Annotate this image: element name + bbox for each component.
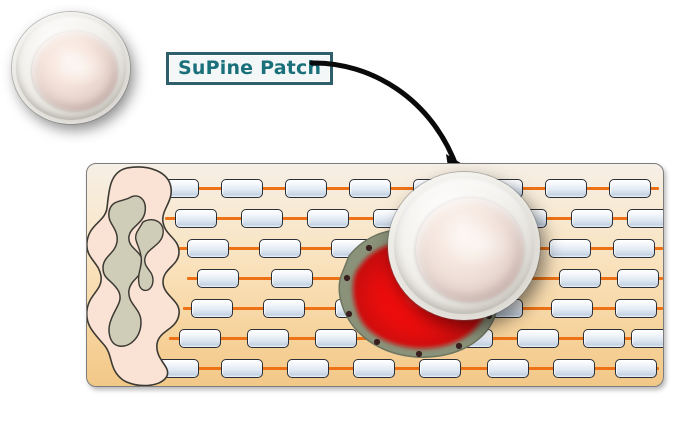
myelin-segment [549, 239, 591, 258]
myelin-segment [191, 299, 233, 318]
spinal-cord-tissue-panel [86, 163, 664, 387]
myelin-segment [271, 269, 313, 288]
nerve-fiber-row [151, 358, 659, 378]
myelin-segment [259, 239, 301, 258]
myelin-segment [545, 179, 587, 198]
myelin-segment [263, 299, 305, 318]
spinal-cord-cross-section [87, 166, 180, 386]
lesion-dot [415, 350, 423, 358]
myelin-segment [627, 209, 663, 228]
panel-content [87, 164, 663, 386]
myelin-segment [617, 269, 659, 288]
myelin-segment [553, 359, 595, 378]
patch-inner-disc [416, 198, 524, 302]
nerve-fiber-row [149, 178, 659, 198]
myelin-segment [221, 359, 263, 378]
myelin-segment [221, 179, 263, 198]
myelin-segment [187, 239, 229, 258]
myelin-segment [487, 359, 529, 378]
myelin-segment [559, 269, 601, 288]
myelin-segment [615, 359, 657, 378]
myelin-segment [175, 209, 217, 228]
myelin-segment [197, 269, 239, 288]
myelin-segment [285, 179, 327, 198]
myelin-segment [179, 329, 221, 348]
lesion-dot [373, 338, 381, 346]
supine-patch-standalone[interactable] [12, 12, 130, 124]
patch-inner-disc [32, 31, 118, 111]
axon-line [151, 367, 659, 370]
supine-patch-on-tissue[interactable] [388, 172, 540, 320]
myelin-segment [241, 209, 283, 228]
myelin-segment [349, 179, 391, 198]
myelin-segment [353, 359, 395, 378]
myelin-segment [315, 329, 357, 348]
patch-outer-ring [394, 178, 534, 314]
lesion-dot [345, 310, 353, 318]
supine-patch-label: SuPine Patch [166, 52, 334, 85]
myelin-segment [307, 209, 349, 228]
myelin-segment [517, 329, 559, 348]
patch-highlight [54, 49, 106, 87]
patch-highlight [446, 222, 510, 268]
axon-line [149, 187, 659, 190]
myelin-segment [609, 179, 651, 198]
lesion-dot [343, 274, 351, 282]
myelin-segment [615, 299, 657, 318]
myelin-segment [419, 359, 461, 378]
patch-outer-ring [16, 16, 126, 120]
myelin-segment [571, 209, 613, 228]
myelin-segment [613, 239, 655, 258]
lesion-dot [455, 342, 463, 350]
myelin-segment [287, 359, 329, 378]
myelin-segment [247, 329, 289, 348]
myelin-segment [583, 329, 625, 348]
lesion-dot [365, 244, 373, 252]
myelin-segment [631, 329, 663, 348]
myelin-segment [551, 299, 593, 318]
